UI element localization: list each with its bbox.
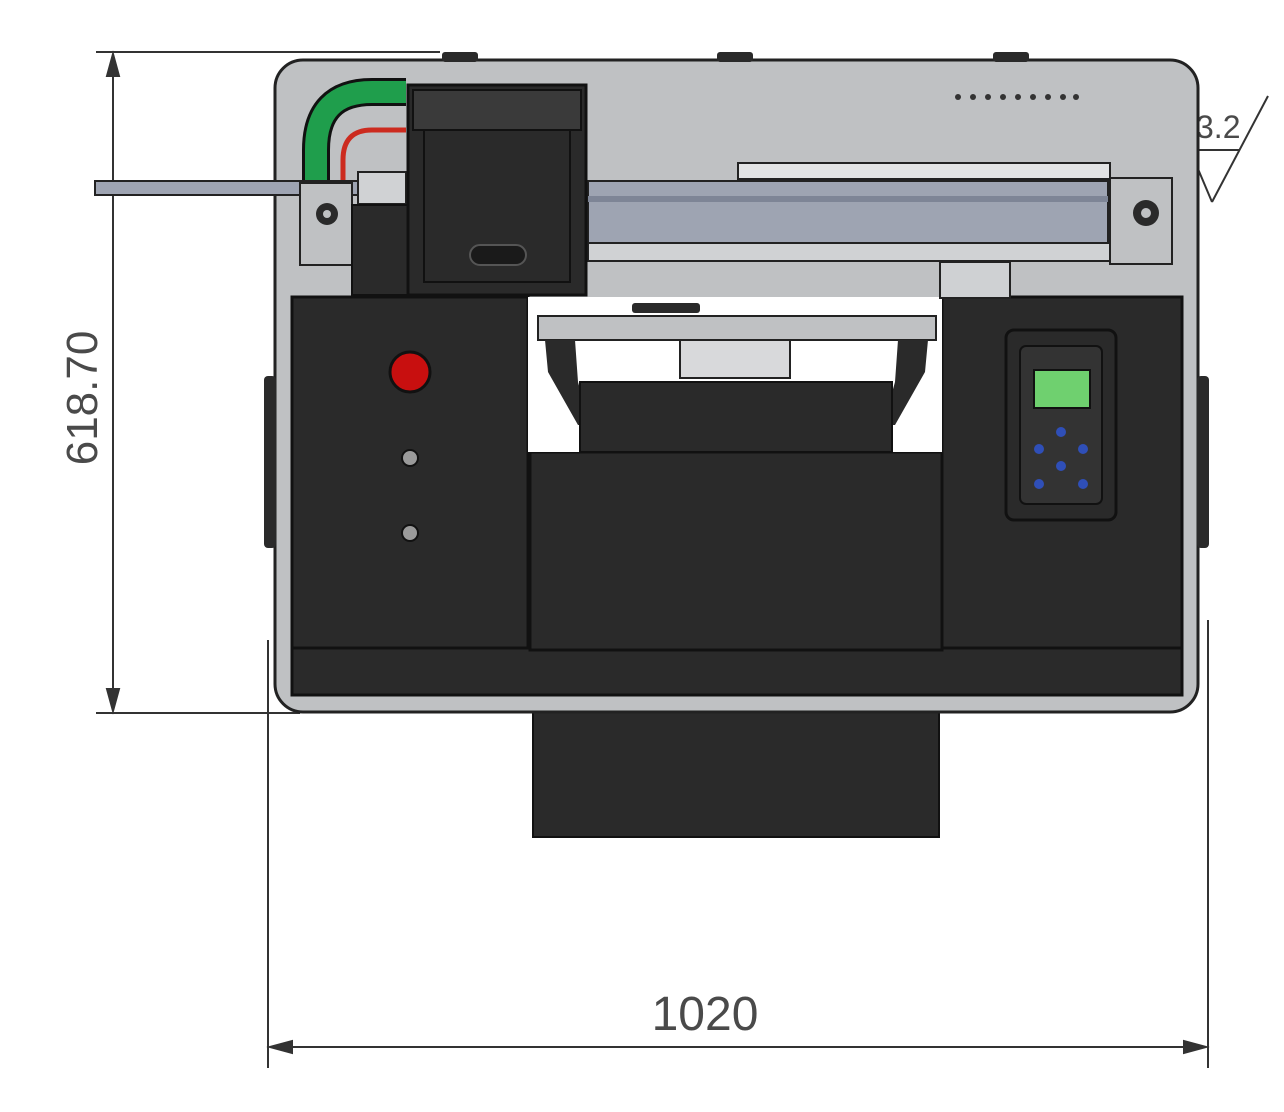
carriage-rail-groove — [588, 196, 1108, 202]
left-rail-clamp — [357, 171, 407, 205]
platform-top-knob — [632, 303, 700, 313]
print-head-inner-panel — [423, 129, 571, 283]
left-rail-bracket — [299, 182, 353, 266]
height-arrow-bottom — [105, 688, 121, 715]
platform-tray — [579, 381, 893, 453]
carriage-side-block — [351, 204, 413, 296]
keypad-down-button[interactable] — [1078, 479, 1088, 489]
top-knob-left — [442, 52, 478, 62]
keypad-up-button[interactable] — [1056, 427, 1066, 437]
lcd-display — [1033, 369, 1091, 409]
indicator-light-2 — [401, 524, 419, 542]
right-rail-support — [939, 261, 1011, 299]
right-side-bumper — [1197, 376, 1209, 548]
width-dimension-label: 1020 — [652, 988, 759, 1041]
width-dimension — [266, 620, 1210, 1068]
keypad-back-button[interactable] — [1034, 479, 1044, 489]
keypad-right-button[interactable] — [1078, 444, 1088, 454]
vent-dots — [955, 94, 1079, 100]
keypad[interactable] — [1034, 427, 1088, 489]
lower-rail-strip — [587, 242, 1124, 262]
print-head-top-panel — [412, 89, 582, 131]
top-knob-right — [993, 52, 1029, 62]
top-cover-plate — [737, 162, 1111, 180]
keypad-left-button[interactable] — [1034, 444, 1044, 454]
emergency-stop-button[interactable] — [388, 350, 432, 394]
height-dimension-label: 618.70 — [58, 331, 107, 466]
width-arrow-left — [266, 1039, 293, 1055]
platform-lift-column — [679, 339, 791, 379]
width-arrow-right — [1183, 1039, 1210, 1055]
cable-chain — [305, 81, 406, 200]
indicator-light-1 — [401, 449, 419, 467]
print-platform-plate — [537, 315, 937, 341]
platform-left-arm — [545, 340, 590, 425]
carriage-handle — [469, 244, 527, 266]
carriage-rail — [587, 180, 1109, 244]
left-side-bumper — [264, 376, 276, 548]
height-dimension — [96, 50, 440, 715]
top-knob-center — [717, 52, 753, 62]
platform-right-arm — [883, 340, 928, 425]
center-body-panel — [528, 450, 944, 652]
printer-base-pedestal — [532, 711, 940, 838]
height-arrow-top — [105, 50, 121, 77]
red-cable — [340, 127, 406, 200]
angle-label: 3.2 — [1196, 109, 1240, 145]
bottom-body-panel — [290, 646, 1184, 697]
keypad-ok-button[interactable] — [1056, 461, 1066, 471]
